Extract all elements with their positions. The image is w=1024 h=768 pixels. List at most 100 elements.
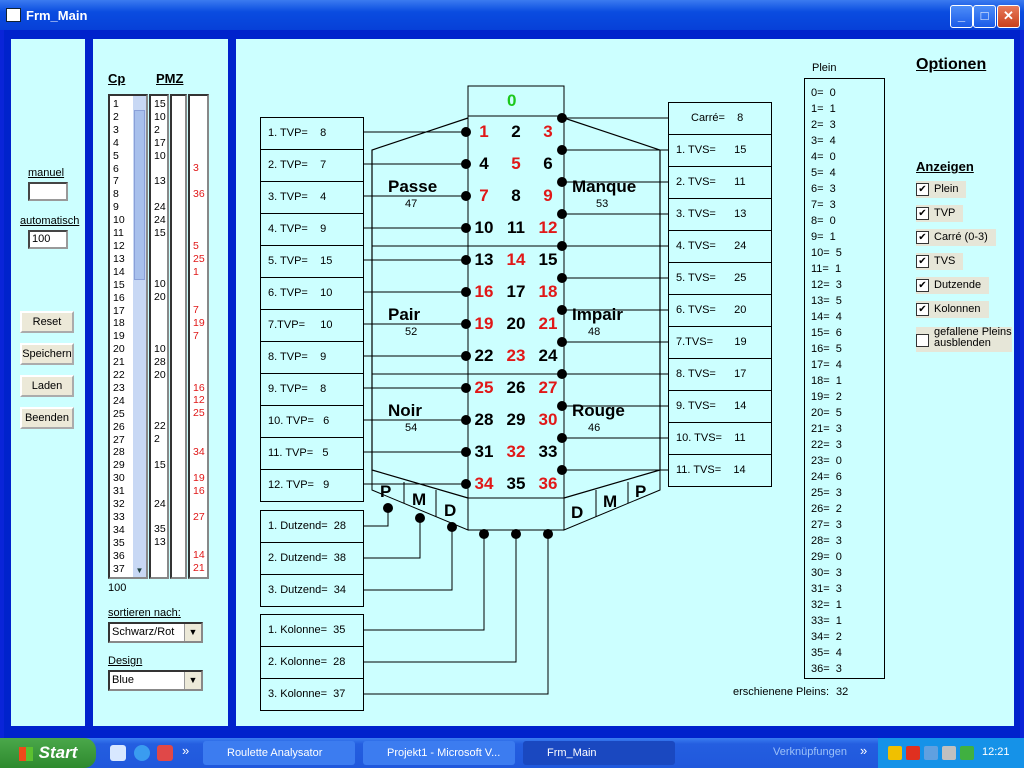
roulette-number[interactable]: 9 bbox=[543, 186, 553, 205]
roulette-number[interactable]: 13 bbox=[474, 250, 494, 269]
task-roulette[interactable]: Roulette Analysator bbox=[203, 741, 355, 765]
value-list-item[interactable]: 2 bbox=[154, 123, 160, 136]
cp-list-item[interactable]: 18 bbox=[113, 317, 125, 330]
tray-icon-2[interactable] bbox=[906, 746, 920, 760]
value-list-item[interactable]: 22 bbox=[154, 420, 166, 433]
cp-list-item[interactable]: 4 bbox=[113, 136, 119, 149]
cp-list-item[interactable]: 6 bbox=[113, 162, 119, 175]
roulette-number[interactable]: 11 bbox=[507, 218, 525, 237]
cp-scrollbar[interactable]: ▼ bbox=[133, 96, 146, 577]
laden-button[interactable]: Laden bbox=[20, 375, 74, 397]
cp-list-item[interactable]: 26 bbox=[113, 420, 125, 433]
cp-list-item[interactable]: 16 bbox=[113, 291, 125, 304]
links-toolbar[interactable]: Verknüpfungen bbox=[773, 746, 848, 758]
value-list-item[interactable]: 28 bbox=[154, 355, 166, 368]
cp-list-item[interactable]: 14 bbox=[113, 265, 125, 278]
pmz-list-item[interactable]: 5 bbox=[193, 239, 199, 252]
cp-list-item[interactable]: 17 bbox=[113, 304, 125, 317]
start-button[interactable]: Start bbox=[0, 738, 96, 768]
cp-list-item[interactable]: 24 bbox=[113, 394, 125, 407]
roulette-number[interactable]: 32 bbox=[506, 442, 526, 461]
checkbox-box[interactable]: ✔ bbox=[916, 183, 929, 196]
reset-button[interactable]: Reset bbox=[20, 311, 74, 333]
option-checkbox[interactable]: ✔Kolonnen bbox=[916, 301, 989, 318]
roulette-number[interactable]: 20 bbox=[506, 314, 526, 333]
pmz-list-item[interactable]: 1 bbox=[193, 265, 199, 278]
value-list-item[interactable]: 20 bbox=[154, 291, 166, 304]
roulette-number[interactable]: 3 bbox=[543, 122, 553, 141]
option-checkbox[interactable]: ✔TVS bbox=[916, 253, 964, 270]
task-frm-main[interactable]: Frm_Main bbox=[523, 741, 675, 765]
roulette-number[interactable]: 8 bbox=[511, 186, 521, 205]
quicklaunch-chevron-icon[interactable]: » bbox=[182, 743, 190, 758]
design-dropdown[interactable]: Blue ▼ bbox=[108, 670, 203, 691]
option-checkbox[interactable]: ✔TVP bbox=[916, 205, 964, 222]
value-list-item[interactable]: 10 bbox=[154, 278, 166, 291]
cp-list-item[interactable]: 12 bbox=[113, 239, 125, 252]
cp-list-item[interactable]: 37 bbox=[113, 562, 125, 575]
roulette-number[interactable]: 18 bbox=[538, 282, 558, 301]
roulette-number[interactable]: 23 bbox=[506, 346, 526, 365]
roulette-number[interactable]: 15 bbox=[538, 250, 558, 269]
cp-list-item[interactable]: 30 bbox=[113, 472, 125, 485]
maximize-button[interactable]: □ bbox=[973, 5, 996, 28]
scroll-down-icon[interactable]: ▼ bbox=[135, 566, 144, 575]
pmz-list-item[interactable]: 25 bbox=[193, 407, 205, 420]
cp-list-item[interactable]: 10 bbox=[113, 214, 125, 227]
pmz-list-item[interactable]: 12 bbox=[193, 394, 205, 407]
value-list-item[interactable]: 2 bbox=[154, 433, 160, 446]
option-checkbox[interactable]: ✔Plein bbox=[916, 181, 967, 198]
value-list-item[interactable]: 10 bbox=[154, 342, 166, 355]
roulette-number[interactable]: 19 bbox=[474, 314, 494, 333]
value-list-item[interactable]: 10 bbox=[154, 149, 166, 162]
checkbox-box[interactable]: ✔ bbox=[916, 207, 929, 220]
cp-list-item[interactable]: 32 bbox=[113, 498, 125, 511]
roulette-number[interactable]: 26 bbox=[506, 378, 526, 397]
chevron-down-icon[interactable]: ▼ bbox=[184, 672, 201, 689]
cp-list-item[interactable]: 29 bbox=[113, 459, 125, 472]
checkbox-box[interactable]: ✔ bbox=[916, 255, 929, 268]
hide-pleins-box[interactable] bbox=[916, 334, 929, 347]
browser-icon[interactable] bbox=[134, 745, 150, 761]
roulette-number[interactable]: 21 bbox=[538, 314, 558, 333]
pmz-list-item[interactable]: 36 bbox=[193, 188, 205, 201]
pmz-list-item[interactable]: 3 bbox=[193, 162, 199, 175]
tray-icon-3[interactable] bbox=[924, 746, 938, 760]
roulette-number[interactable]: 30 bbox=[538, 410, 558, 429]
cp-list-item[interactable]: 21 bbox=[113, 356, 125, 369]
roulette-number[interactable]: 28 bbox=[474, 410, 494, 429]
links-chevron-icon[interactable]: » bbox=[860, 743, 868, 758]
show-desktop-icon[interactable] bbox=[110, 745, 126, 761]
cp-list-item[interactable]: 34 bbox=[113, 523, 125, 536]
cp-list-item[interactable]: 22 bbox=[113, 369, 125, 382]
roulette-number[interactable]: 12 bbox=[538, 218, 558, 237]
cp-list-item[interactable]: 20 bbox=[113, 343, 125, 356]
roulette-number[interactable]: 1 bbox=[479, 122, 489, 141]
cp-list-item[interactable]: 36 bbox=[113, 549, 125, 562]
checkbox-box[interactable]: ✔ bbox=[916, 279, 929, 292]
cp-list-item[interactable]: 13 bbox=[113, 252, 125, 265]
chevron-down-icon[interactable]: ▼ bbox=[184, 624, 201, 641]
value-list-item[interactable]: 15 bbox=[154, 458, 166, 471]
cp-list-item[interactable]: 25 bbox=[113, 407, 125, 420]
spacer-listbox[interactable] bbox=[170, 94, 187, 579]
speichern-button[interactable]: Speichern bbox=[20, 343, 74, 365]
pmz-list-item[interactable]: 14 bbox=[193, 549, 205, 562]
roulette-number[interactable]: 33 bbox=[538, 442, 558, 461]
close-button[interactable]: ✕ bbox=[997, 5, 1020, 28]
cp-list-item[interactable]: 28 bbox=[113, 446, 125, 459]
scrollbar-thumb[interactable] bbox=[134, 110, 145, 280]
cp-list-item[interactable]: 5 bbox=[113, 149, 119, 162]
cp-list-item[interactable]: 15 bbox=[113, 278, 125, 291]
cp-list-item[interactable]: 2 bbox=[113, 110, 119, 123]
cp-list-item[interactable]: 8 bbox=[113, 188, 119, 201]
cp-list-item[interactable]: 3 bbox=[113, 123, 119, 136]
cp-list-item[interactable]: 27 bbox=[113, 433, 125, 446]
roulette-number[interactable]: 5 bbox=[511, 154, 521, 173]
pmz-list-item[interactable]: 21 bbox=[193, 562, 205, 575]
value-list-item[interactable]: 10 bbox=[154, 110, 166, 123]
roulette-number[interactable]: 10 bbox=[474, 218, 494, 237]
cp-list-item[interactable]: 1 bbox=[113, 98, 119, 110]
pmz-list-item[interactable]: 7 bbox=[193, 330, 199, 343]
